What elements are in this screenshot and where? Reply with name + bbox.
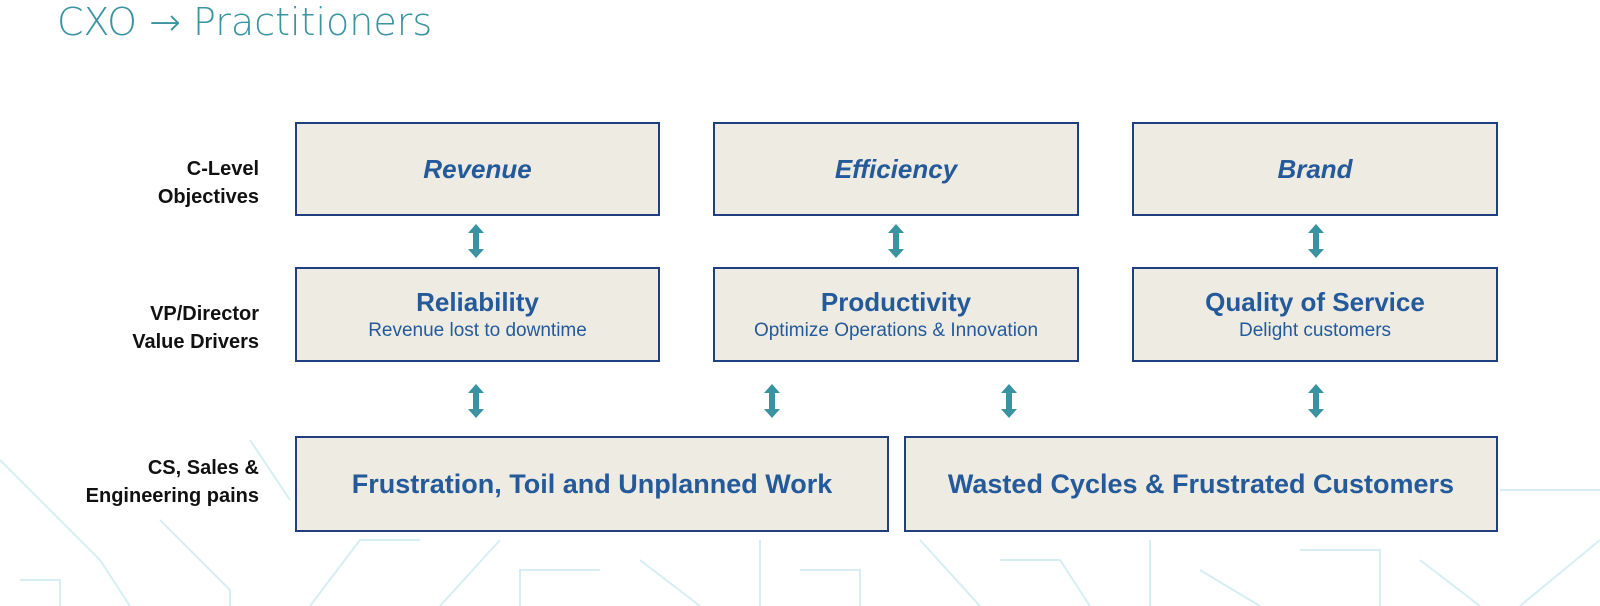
driver-subtitle: Optimize Operations & Innovation [753, 319, 1039, 341]
double-arrow-icon [1308, 384, 1324, 418]
pain-label: Wasted Cycles & Frustrated Customers [947, 468, 1455, 499]
pain-label: Frustration, Toil and Unplanned Work [351, 468, 833, 499]
page-title: CXO → Practitioners [57, 0, 433, 44]
objective-label: Revenue [423, 153, 532, 184]
driver-productivity: Productivity Optimize Operations & Innov… [713, 267, 1079, 362]
double-arrow-icon [764, 384, 780, 418]
driver-subtitle: Delight customers [1238, 319, 1392, 341]
driver-subtitle: Revenue lost to downtime [368, 319, 587, 341]
driver-reliability: Reliability Revenue lost to downtime [295, 267, 660, 362]
objective-brand: Brand [1132, 122, 1498, 216]
row-label-line: Engineering pains [85, 485, 259, 507]
objective-revenue: Revenue [295, 122, 660, 216]
double-arrow-icon [1308, 224, 1324, 258]
double-arrow-icon [888, 224, 904, 258]
row-label-c-level: C-Level Objectives [158, 155, 259, 211]
double-arrow-icon [1001, 384, 1017, 418]
double-arrow-icon [468, 224, 484, 258]
row-label-line: VP/Director [150, 303, 259, 325]
row-label-line: Value Drivers [132, 331, 259, 353]
row-label-line: CS, Sales & [147, 457, 259, 479]
objective-label: Brand [1277, 153, 1353, 184]
driver-title: Productivity [820, 286, 972, 317]
driver-quality-of-service: Quality of Service Delight customers [1132, 267, 1498, 362]
pain-wasted-cycles: Wasted Cycles & Frustrated Customers [904, 436, 1498, 532]
driver-title: Quality of Service [1205, 286, 1425, 317]
row-label-vp-director: VP/Director Value Drivers [132, 300, 259, 356]
objective-efficiency: Efficiency [713, 122, 1079, 216]
pain-frustration-toil: Frustration, Toil and Unplanned Work [295, 436, 889, 532]
double-arrow-icon [468, 384, 484, 418]
row-label-line: Objectives [157, 186, 259, 208]
row-label-pains: CS, Sales & Engineering pains [86, 454, 259, 510]
driver-title: Reliability [416, 286, 539, 317]
row-label-line: C-Level [186, 158, 259, 180]
objective-label: Efficiency [834, 153, 958, 184]
